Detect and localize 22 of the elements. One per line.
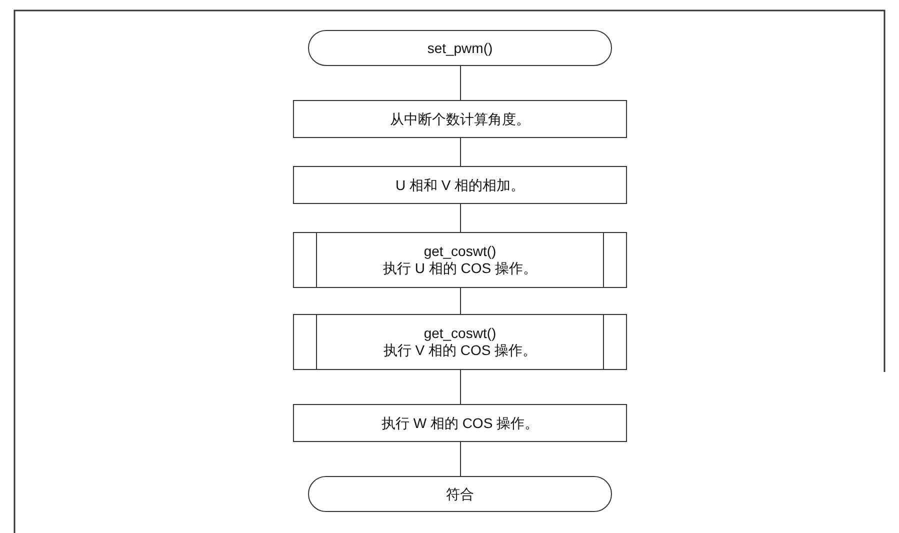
step-text: 执行 V 相的 COS 操作。 bbox=[383, 342, 537, 359]
step-text: U 相和 V 相的相加。 bbox=[395, 176, 525, 194]
connector-line bbox=[460, 204, 461, 232]
subroutine-box bbox=[293, 232, 627, 288]
function-name: get_coswt() bbox=[424, 325, 496, 342]
terminal-box bbox=[308, 30, 612, 66]
process-box bbox=[293, 166, 627, 204]
step-text: set_pwm() bbox=[427, 40, 493, 56]
connector-line bbox=[460, 288, 461, 314]
step-text: 从中断个数计算角度。 bbox=[390, 110, 530, 128]
connector-line bbox=[460, 442, 461, 476]
step-text: 符合 bbox=[446, 486, 474, 502]
terminal-box bbox=[308, 476, 612, 512]
connector-line bbox=[460, 138, 461, 166]
function-name: get_coswt() bbox=[424, 243, 496, 260]
step-text: 执行 U 相的 COS 操作。 bbox=[382, 260, 537, 277]
process-box bbox=[293, 100, 627, 138]
connector-line bbox=[460, 66, 461, 100]
connector-line bbox=[460, 370, 461, 404]
process-box bbox=[293, 404, 627, 442]
subroutine-box bbox=[293, 314, 627, 370]
step-text: 执行 W 相的 COS 操作。 bbox=[381, 414, 539, 432]
